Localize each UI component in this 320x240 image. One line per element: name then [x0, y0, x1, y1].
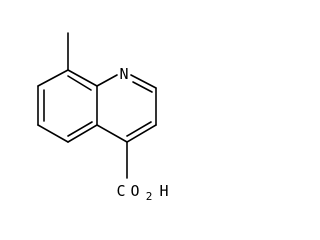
carboxyl-oxygen-label: O: [130, 182, 139, 200]
carboxyl-hydrogen-label: H: [159, 182, 168, 200]
bond-c3-c4: [126, 124, 157, 143]
carboxyl-group-label: C O 2 H: [116, 182, 168, 203]
bond-c8a-c8-inner: [67, 75, 92, 91]
bond-c5-c4a-inner: [67, 121, 93, 137]
bond-c8-c7: [37, 69, 69, 87]
nitrogen-label: N: [119, 65, 128, 83]
bond-n1-c2: [130, 74, 157, 89]
bond-c3-c4-inner: [126, 121, 152, 137]
bond-c6-c5: [37, 124, 69, 143]
bond-n1-c2-inner: [132, 81, 153, 93]
bond-c4-c4a: [96, 124, 128, 143]
carboxyl-subscript-label: 2: [146, 190, 153, 203]
quinoline-structure-diagram: N C O 2 H: [37, 32, 169, 203]
carboxyl-carbon-label: C: [116, 182, 125, 200]
bond-c8a-c8: [67, 69, 98, 87]
bond-c8a-n1: [96, 74, 118, 87]
bond-c5-c4a: [67, 124, 98, 143]
